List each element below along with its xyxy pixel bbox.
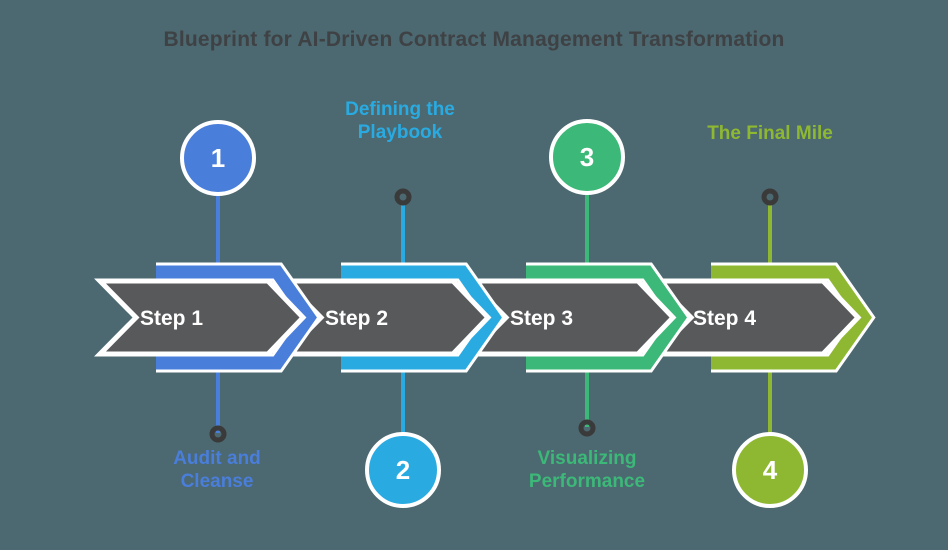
milestone-label-step4: The Final Mile [707, 123, 833, 144]
arrow-step1 [94, 278, 307, 357]
circle-number-step4: 4 [763, 455, 778, 485]
circle-number-step1: 1 [211, 143, 225, 173]
arrow-label-step1: Step 1 [140, 307, 203, 330]
milestone-label-step1: Audit and Cleanse [173, 448, 261, 492]
arrow-step3 [464, 278, 677, 357]
terminal-dot-step4 [761, 188, 779, 206]
chevron-outline-step4 [711, 265, 872, 370]
terminal-dot-step2 [394, 188, 412, 206]
chevron-outline-step2 [341, 265, 502, 370]
terminal-dot-step1 [209, 425, 227, 443]
terminal-dot-step3 [578, 419, 596, 437]
chevron-outline-step3 [526, 265, 687, 370]
number-circle-step1 [180, 120, 256, 196]
arrow-label-step2: Step 2 [325, 307, 388, 330]
arrow-label-step3: Step 3 [510, 307, 573, 330]
number-circle-step3 [549, 119, 625, 195]
circle-number-step2: 2 [396, 455, 410, 485]
milestone-label-step3: Visualizing Performance [528, 448, 646, 492]
number-circle-step4 [732, 432, 808, 508]
chevron-outline-step1 [156, 265, 317, 370]
milestone-label-step2: Defining the Playbook [345, 99, 455, 143]
arrow-step2 [279, 278, 492, 357]
number-circle-step2 [365, 432, 441, 508]
circle-number-step3: 3 [580, 142, 594, 172]
arrow-step4 [649, 278, 862, 357]
page-title: Blueprint for AI-Driven Contract Managem… [163, 28, 785, 51]
arrow-label-step4: Step 4 [693, 307, 756, 330]
